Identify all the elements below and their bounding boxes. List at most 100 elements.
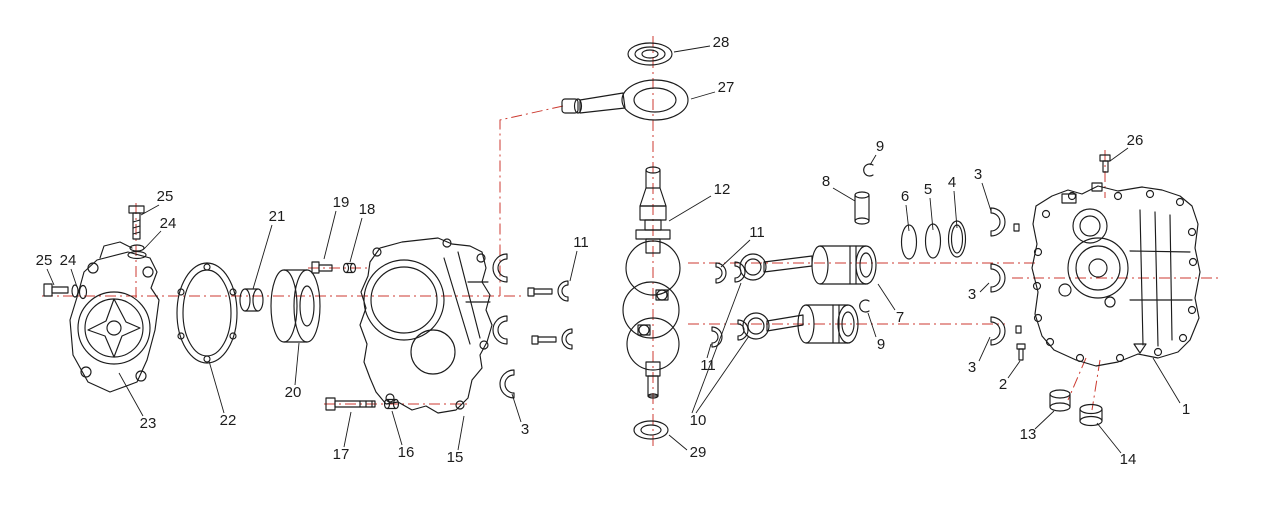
leader-line-25	[46, 268, 55, 286]
part-piston-lower	[797, 304, 859, 344]
part-eyelet-ring	[561, 79, 689, 121]
callout-1-34: 1	[1182, 401, 1190, 418]
leader-line-12	[668, 195, 712, 222]
part-cylinder-block	[1031, 182, 1201, 367]
part-bolt-top	[128, 205, 145, 240]
part-bearing-shells-left	[492, 253, 515, 399]
callout-11-14: 11	[573, 234, 589, 251]
callout-2-33: 2	[999, 376, 1007, 393]
leader-line-18	[349, 217, 363, 263]
callout-24-3: 24	[60, 252, 77, 269]
callout-11-20: 11	[749, 224, 765, 241]
leader-line-5	[929, 197, 934, 231]
leader-line-25	[140, 204, 160, 216]
part-piston-rings	[900, 220, 967, 260]
callout-3-31: 3	[968, 359, 976, 376]
part-piston-pin	[854, 191, 870, 225]
leader-line-24	[143, 230, 162, 250]
leader-line-3	[981, 182, 992, 212]
callout-4-28: 4	[948, 174, 956, 191]
leader-line-7	[877, 283, 896, 311]
part-main-bearing-bolts	[527, 287, 557, 345]
part-pump-cover	[69, 241, 160, 393]
callout-23-4: 23	[140, 415, 157, 432]
callout-22-5: 22	[220, 412, 237, 429]
callout-5-27: 5	[924, 181, 932, 198]
callout-9-23: 9	[876, 138, 884, 155]
callout-26-32: 26	[1127, 132, 1144, 149]
part-oil-seal-bottom	[633, 420, 669, 440]
callout-16-11: 16	[398, 444, 415, 461]
callout-25-0: 25	[157, 188, 174, 205]
part-bolt-left	[43, 283, 69, 297]
leader-line-10	[691, 282, 742, 414]
leader-line-9	[867, 312, 877, 338]
callout-17-10: 17	[333, 446, 350, 463]
part-bolt-19	[311, 261, 333, 274]
callout-3-30: 3	[968, 286, 976, 303]
leader-line-1	[1152, 357, 1181, 404]
centerlines	[42, 36, 1218, 450]
part-connecting-rod-lower	[737, 312, 804, 341]
leader-line-23	[118, 372, 144, 417]
leader-line-3	[978, 336, 991, 362]
leader-line-27	[690, 91, 716, 100]
leader-line-10	[695, 335, 750, 414]
part-crankcase-half	[359, 237, 493, 414]
part-crankshaft	[622, 166, 681, 399]
leader-line-24	[70, 268, 78, 288]
part-bearing-shells-right	[990, 207, 1022, 346]
leader-line-17	[343, 411, 352, 448]
part-oil-seal-top	[627, 42, 673, 66]
part-drive-drum	[270, 269, 321, 343]
callout-29-18: 29	[690, 444, 707, 461]
callout-12-17: 12	[714, 181, 731, 198]
leader-line-21	[252, 224, 273, 290]
leader-line-14	[1096, 422, 1122, 454]
callout-27-16: 27	[718, 79, 735, 96]
callout-24-1: 24	[160, 215, 177, 232]
callout-10-19: 10	[690, 412, 707, 429]
callout-19-8: 19	[333, 194, 350, 211]
leader-line-11	[569, 250, 578, 282]
leader-line-16	[391, 410, 403, 446]
part-connecting-rod-upper	[734, 253, 813, 283]
callout-7-25: 7	[896, 309, 904, 326]
leader-line-22	[208, 360, 225, 414]
part-washer-top	[127, 244, 147, 260]
part-pin-clips	[859, 163, 874, 313]
part-cover-gasket	[176, 262, 238, 364]
part-dowel-16	[383, 398, 400, 410]
callout-28-15: 28	[713, 34, 730, 51]
leader-line-20	[294, 342, 300, 386]
callout-18-9: 18	[359, 201, 376, 218]
leader-line-15	[457, 415, 465, 451]
callout-8-22: 8	[822, 173, 830, 190]
callout-3-29: 3	[974, 166, 982, 183]
part-cap-14	[1079, 403, 1103, 427]
callout-6-26: 6	[901, 188, 909, 205]
leader-line-2	[1007, 360, 1021, 379]
leader-line-8	[832, 187, 856, 202]
callout-14-36: 14	[1120, 451, 1137, 468]
leader-line-3	[511, 393, 522, 423]
callout-13-35: 13	[1020, 426, 1037, 443]
leader-line-19	[323, 210, 337, 260]
leader-line-9	[869, 154, 877, 166]
callout-9-24: 9	[877, 336, 885, 353]
callout-21-6: 21	[269, 208, 286, 225]
leader-line-29	[668, 434, 688, 451]
callout-15-12: 15	[447, 449, 464, 466]
leader-line-3	[979, 282, 990, 293]
callout-11-21: 11	[700, 357, 716, 374]
leader-line-28	[673, 45, 711, 53]
leader-line-4	[953, 190, 958, 229]
leader-line-11	[720, 239, 751, 268]
part-bushing	[239, 288, 264, 312]
leader-line-6	[905, 204, 910, 232]
callout-25-2: 25	[36, 252, 53, 269]
part-bolt-17	[325, 397, 376, 411]
part-cap-13	[1049, 389, 1071, 412]
